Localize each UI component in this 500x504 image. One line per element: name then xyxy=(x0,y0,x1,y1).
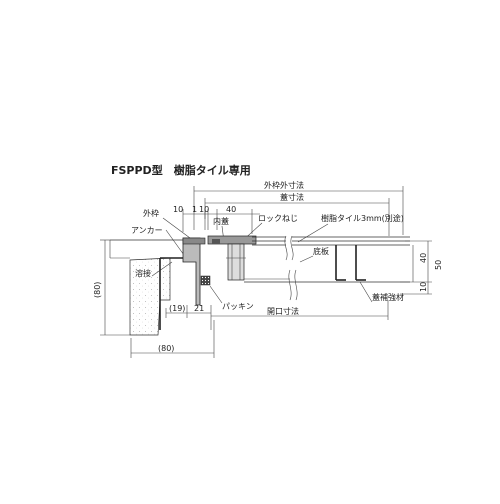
resin-tile-label: 樹脂タイル3mm(別途) xyxy=(321,213,404,223)
dim-left-80: (80) xyxy=(93,239,130,336)
packing-label: パッキン xyxy=(222,302,254,311)
anchor-leader xyxy=(165,229,185,256)
bottom-plate-label: 底板 xyxy=(313,246,329,256)
reinforcement-label: 蓋補強材 xyxy=(372,292,404,302)
inner-lid-assembly xyxy=(207,235,257,281)
dim-v10: 10 xyxy=(419,282,428,292)
dim-10a: 10 xyxy=(173,205,183,214)
dim-10b: 10 xyxy=(199,205,209,214)
outer-frame-label: 外枠 xyxy=(143,208,159,218)
dim-lid: 蓋寸法 xyxy=(204,192,390,236)
dim-40: 40 xyxy=(226,205,236,214)
dim-19: (19) xyxy=(169,304,185,313)
title-text: FSPPD型 樹脂タイル専用 xyxy=(111,163,251,177)
dim-w80: (80) xyxy=(158,344,174,353)
resin-tile-leader xyxy=(297,223,329,243)
dim-outer-frame-outer: 外枠外寸法 xyxy=(193,180,404,235)
dim-v40: 40 xyxy=(419,253,428,263)
outer-frame-leader xyxy=(162,217,191,239)
packing-leader xyxy=(209,285,223,304)
inner-lid-label: 内蓋 xyxy=(213,216,229,226)
opening-label: 開口寸法 xyxy=(267,306,299,316)
dim-right-vertical: 40 50 10 xyxy=(400,240,443,295)
dim-h80: (80) xyxy=(93,282,102,298)
dim-1: 1 xyxy=(192,205,197,214)
bottom-plate-leader xyxy=(299,255,314,263)
dim-small-segments: 10 1 10 40 xyxy=(173,205,260,234)
dim-21: 21 xyxy=(194,304,204,313)
outer-frame-profile xyxy=(182,237,206,306)
dim-v50: 50 xyxy=(434,260,443,270)
outer-frame-outer-label: 外枠外寸法 xyxy=(264,180,304,190)
lock-screw-label: ロックねじ xyxy=(258,214,298,223)
lid-body xyxy=(244,235,410,301)
reinforcement-leader xyxy=(359,281,373,303)
packing-block xyxy=(200,275,211,286)
dim-bottom: (19) 21 開口寸法 (80) xyxy=(130,300,389,358)
lid-label: 蓋寸法 xyxy=(280,192,304,202)
anchor-rod xyxy=(159,257,186,330)
concrete-block xyxy=(109,239,188,336)
reinforcement-ribs xyxy=(335,245,366,281)
anchor-label: アンカー xyxy=(131,226,163,235)
